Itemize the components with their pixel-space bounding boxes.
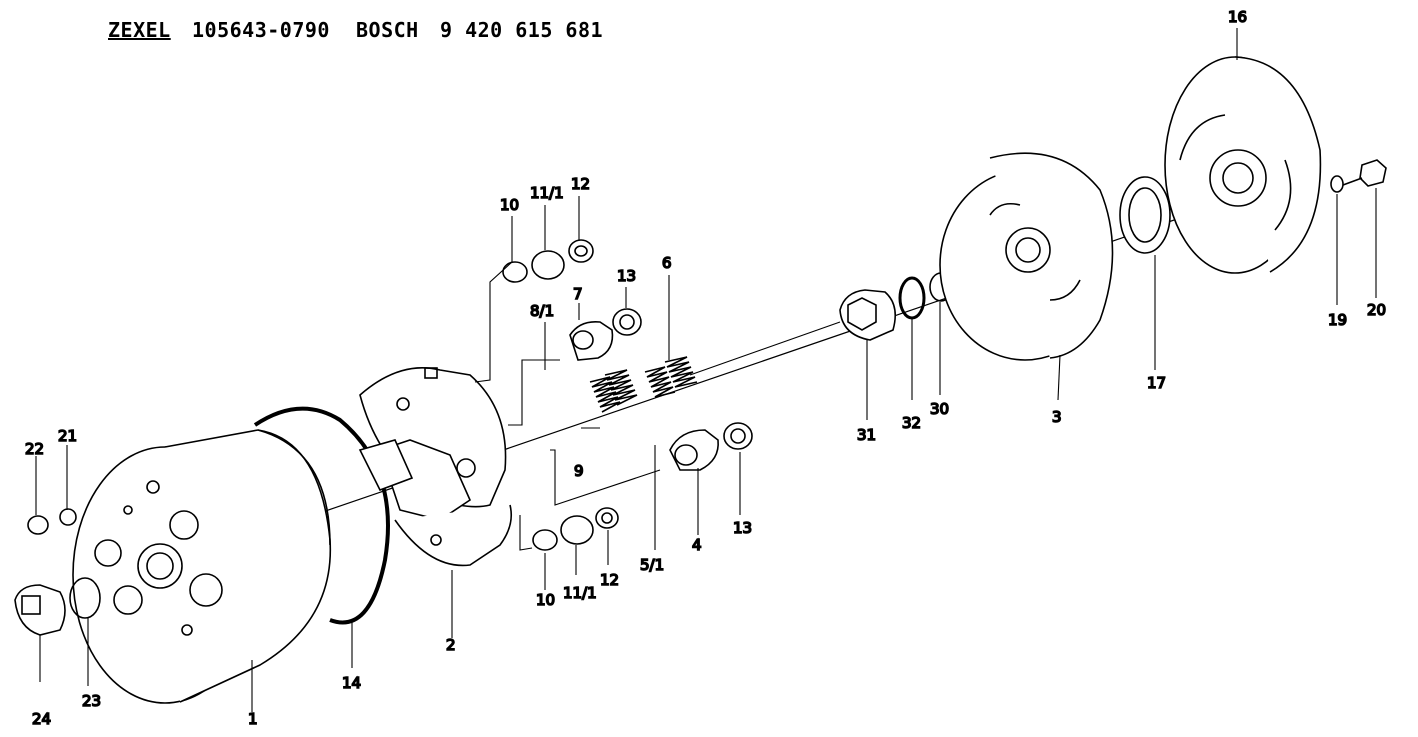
parts-10-11-12-top	[502, 239, 594, 283]
label-part-6: 6	[662, 254, 672, 272]
label-part-12-bottom: 12	[600, 571, 619, 589]
part-31-plug	[839, 289, 896, 341]
bosch-label: BOSCH	[356, 18, 419, 42]
part-3-cup	[939, 152, 1114, 361]
zexel-part-number: 105643-0790	[192, 18, 330, 42]
label-part-23: 23	[82, 692, 101, 710]
part-17-bearing	[1119, 176, 1171, 254]
part-1-housing	[72, 429, 332, 704]
label-part-10-bottom: 10	[536, 591, 555, 609]
part-19-washer	[1330, 175, 1344, 193]
label-part-11-1-top: 11/1	[530, 184, 564, 202]
label-part-31: 31	[857, 426, 876, 444]
springs-6-9	[589, 356, 698, 413]
label-part-11-1-bottom: 11/1	[563, 584, 597, 602]
part-20-screw	[1342, 159, 1387, 187]
label-part-4: 4	[692, 536, 702, 554]
part-32-o-ring	[898, 276, 926, 320]
part-22-screw	[27, 515, 49, 535]
part-7-flyweight	[569, 308, 642, 361]
part-4-flyweight	[669, 422, 753, 471]
parts-10-11-12-bottom	[532, 507, 619, 551]
label-part-20: 20	[1367, 301, 1386, 319]
label-part-19: 19	[1328, 311, 1347, 329]
label-part-16: 16	[1228, 8, 1247, 26]
part-21-washer	[59, 508, 77, 526]
label-part-13-top: 13	[617, 267, 636, 285]
part-16-cover	[1164, 56, 1322, 274]
bosch-part-number: 9 420 615 681	[440, 18, 604, 42]
part-2-hub	[358, 367, 513, 567]
label-part-3: 3	[1052, 408, 1062, 426]
label-part-24: 24	[32, 710, 51, 728]
label-part-13-bottom: 13	[733, 519, 752, 537]
label-part-2: 2	[446, 636, 456, 654]
zexel-label: ZEXEL	[108, 18, 171, 42]
part-24-plug	[14, 584, 66, 636]
label-part-8-1: 8/1	[530, 302, 554, 320]
label-part-14: 14	[342, 674, 361, 692]
label-part-21: 21	[58, 427, 77, 445]
label-part-30: 30	[930, 400, 949, 418]
label-part-1: 1	[248, 710, 258, 728]
label-part-7: 7	[573, 285, 583, 303]
label-part-10-top: 10	[500, 196, 519, 214]
label-part-22: 22	[25, 440, 44, 458]
label-part-9: 9	[574, 462, 584, 480]
leader-lines	[35, 28, 1377, 712]
label-part-12-top: 12	[571, 175, 590, 193]
label-part-5-1: 5/1	[640, 556, 664, 574]
label-part-32: 32	[902, 414, 921, 432]
part-23-seal-ring	[69, 577, 101, 619]
label-part-17: 17	[1147, 374, 1166, 392]
